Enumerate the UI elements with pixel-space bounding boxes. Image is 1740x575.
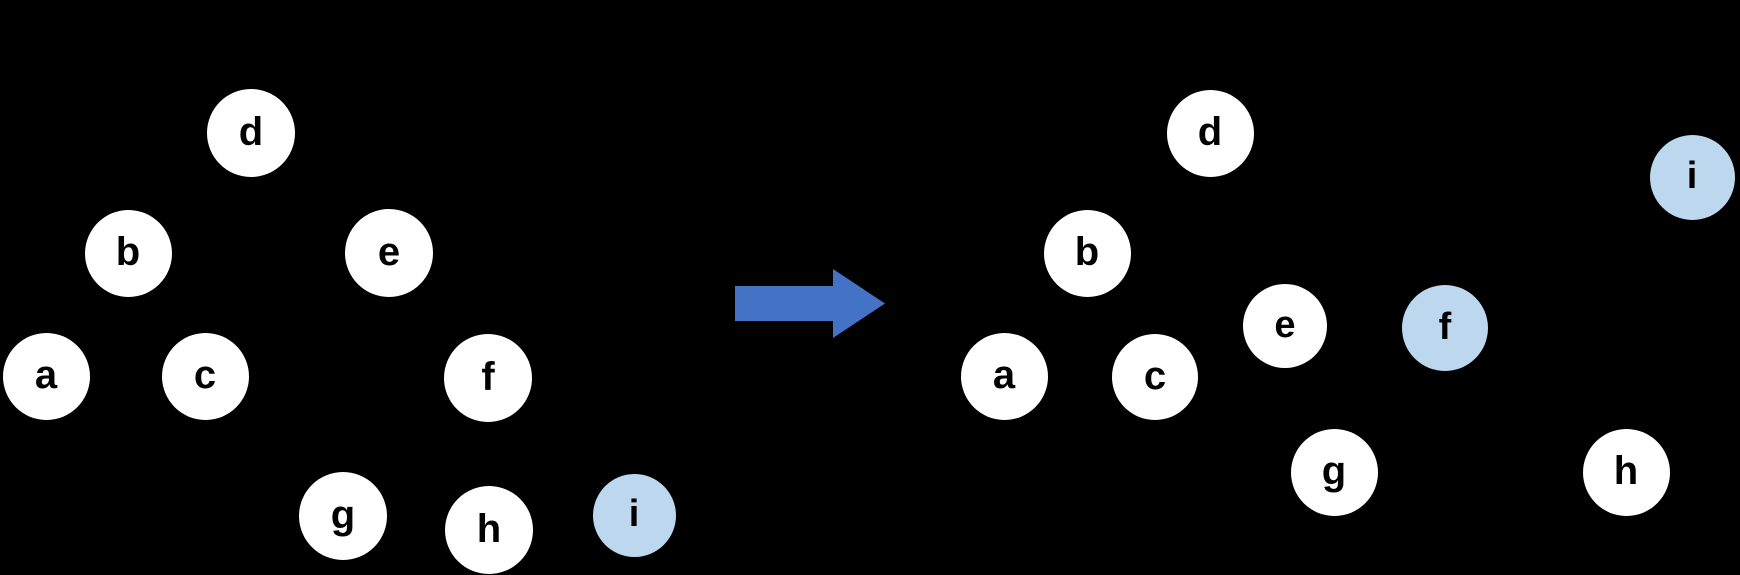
- graph-node-g[interactable]: g: [1290, 428, 1378, 516]
- graph-node-h[interactable]: h: [445, 486, 533, 574]
- graph-node-label: a: [992, 353, 1016, 397]
- graph-node-label: g: [1321, 449, 1347, 493]
- graph-node-label: f: [481, 355, 495, 399]
- graph-node-b[interactable]: b: [84, 209, 172, 297]
- graph-node-d[interactable]: d: [207, 89, 295, 177]
- transformation-arrow: [735, 269, 885, 338]
- graph-node-label: b: [1074, 230, 1100, 274]
- graph-node-label: i: [1686, 155, 1698, 197]
- arrow-right-icon: [735, 269, 885, 338]
- graph-node-f[interactable]: f: [444, 334, 532, 422]
- graph-node-b[interactable]: b: [1043, 209, 1131, 297]
- graph-node-a[interactable]: a: [960, 332, 1048, 420]
- graph-node-d[interactable]: d: [1166, 89, 1254, 177]
- graph-node-a[interactable]: a: [2, 332, 90, 420]
- arrow-right-shape: [735, 269, 885, 338]
- graph-node-label: d: [238, 110, 264, 154]
- graph-node-label: i: [628, 493, 640, 535]
- graph-node-label: d: [1197, 110, 1223, 154]
- graph-node-label: h: [1613, 449, 1639, 493]
- graph-node-label: h: [476, 507, 502, 551]
- graph-node-label: g: [330, 493, 356, 537]
- graph-node-label: e: [377, 230, 401, 274]
- graph-node-g[interactable]: g: [299, 472, 387, 560]
- graph-node-label: f: [1438, 306, 1452, 348]
- graph-node-label: e: [1274, 304, 1296, 346]
- graph-node-label: a: [34, 353, 58, 397]
- graph-node-i[interactable]: i: [592, 473, 676, 557]
- graph-node-label: c: [1143, 354, 1167, 398]
- graph-node-e[interactable]: e: [1243, 284, 1327, 368]
- graph-node-h[interactable]: h: [1582, 428, 1670, 516]
- graph-node-label: c: [193, 353, 217, 397]
- graph-node-label: b: [115, 230, 141, 274]
- graph-node-i[interactable]: i: [1649, 134, 1735, 220]
- graph-node-c[interactable]: c: [1112, 334, 1198, 420]
- graph-node-f[interactable]: f: [1402, 285, 1488, 371]
- graph-node-c[interactable]: c: [161, 332, 249, 420]
- graph-node-e[interactable]: e: [345, 209, 433, 297]
